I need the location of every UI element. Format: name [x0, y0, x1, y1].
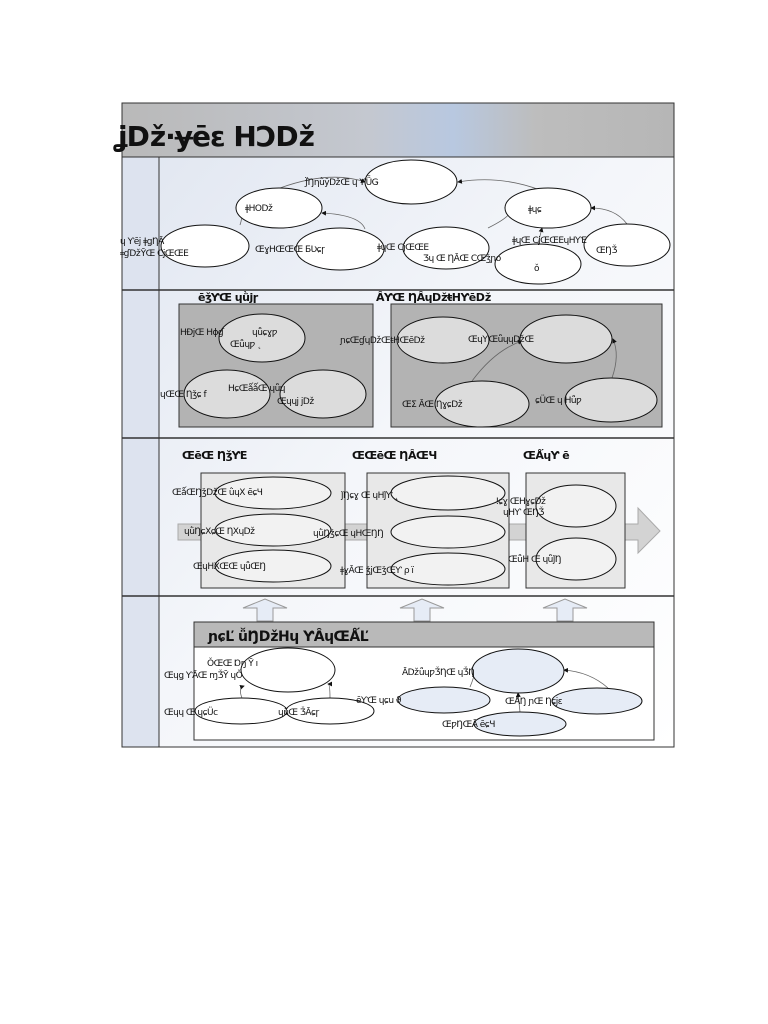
group-title: ŒēŒ ȠǯƳE [182, 449, 247, 462]
connector-arrow [321, 210, 366, 230]
connector-arrow [239, 684, 245, 699]
node-label: ēƳŒ ɥɕu ϑ [356, 696, 402, 706]
node-label: ɥǚɕɣƿ [252, 327, 278, 338]
process-node [279, 369, 367, 419]
process-node [285, 697, 375, 725]
process-node [535, 537, 617, 581]
connector-arrow [563, 667, 609, 689]
connector-arrow [590, 205, 628, 225]
process-node [551, 687, 643, 715]
node-label: ŒƿŊŒȂ ēɕЧ [442, 719, 495, 730]
node-label: Œɥǥ ƳȂŒ ɱǮȲ ɥǑ [164, 669, 243, 681]
node-label: ǂɥŒ CjŒŒEɥHƳE [512, 236, 587, 246]
node-label: ɥǜŊɕXɕŒ ȠXɥǅ [184, 526, 255, 537]
connector-arrow [327, 681, 333, 699]
process-node [494, 243, 582, 285]
node-label: ɥǜŒ ǮȂɕɼ [278, 706, 319, 718]
process-node [396, 316, 490, 364]
node-label: ǰŊɕɣ Œ ɥHǰƳ ˛ [340, 491, 398, 501]
process-node [160, 224, 250, 268]
node-label: ǂɠǅȲŒ CjŒŒE [120, 248, 189, 259]
connector-arrow [471, 339, 523, 382]
process-node [295, 227, 385, 271]
node-label: ŒǻŒŊǯǅŒ ǜɥX ēɕЧ [172, 486, 263, 498]
process-node [402, 226, 490, 270]
group-title: ŒǺɥƳ ē [523, 449, 569, 462]
connector-arrow [537, 227, 544, 245]
page-title: ʝǅ·ɏēɛ HƆǅ [113, 120, 314, 153]
process-node [471, 648, 565, 694]
node-label: ŒΣ ȂŒ Ƞɣɕǅ [402, 399, 462, 410]
node-label: ȂǅǚɥƿǮȠŒ ɥǮŊ [402, 666, 475, 678]
process-node [434, 380, 530, 428]
ellipses [160, 159, 671, 737]
node-label: ŒŊǮ [596, 244, 617, 256]
node-label: ǑŒŒ Ɒŋ Ȳ ı [207, 657, 258, 669]
process-node [214, 549, 332, 583]
connector-arrow [516, 692, 521, 713]
process-node [214, 476, 332, 510]
node-label: ɲɕŒɠɥǅŒŧHŒēǅ [339, 336, 425, 346]
node-label: ǒ [534, 263, 540, 274]
process-node [504, 187, 592, 229]
node-label: ɕÜŒ ɥ Hǚƿ [535, 395, 582, 406]
node-label: ɥŒŒ Ƞǯɕ f [160, 390, 207, 400]
process-node [535, 484, 617, 528]
node-label: ǂɥɕ [528, 205, 542, 215]
process-node [519, 314, 613, 364]
process-node [473, 711, 567, 737]
process-node [390, 515, 506, 549]
node-label: ǂɣȂŒ ǯjŒǯŒƳ ρ ï [340, 565, 414, 576]
process-node [235, 187, 323, 229]
node-label: HƉjŒ Hɸɠ [180, 328, 225, 338]
process-node [397, 686, 491, 714]
node-label: Ʒɥ Œ ȠȂŒ CŒǯɲo [423, 253, 502, 264]
process-node [183, 369, 271, 419]
process-node [218, 313, 306, 363]
connector-arrow [279, 176, 366, 189]
node-label: ǂHOǅ [245, 204, 273, 214]
side-column [121, 156, 160, 748]
process-node [583, 223, 671, 267]
node-label: ɥǜŊǯɕŒ ɥHŒŊŊ [313, 528, 383, 539]
node-label: HɕŒǻǻŒ ɥǚɥ [228, 382, 285, 394]
node-label: ŒɥƳŒǚɥɥǅŒ [468, 334, 534, 345]
connector-arrow [611, 338, 617, 379]
node-label: ŒɣHŒŒŒ ƂƲɕɼ [255, 245, 325, 255]
node-label: ƒ̈ŊƞǜȳǅŒ ɥ ƳǕǤ [304, 176, 379, 188]
process-node [564, 377, 658, 423]
node-label: ǃɕɣ ŒHɣɕǅ [496, 497, 546, 507]
node-label: ɥHƳ ŒŊǮ [503, 506, 544, 518]
bottom-panel-header [193, 621, 655, 648]
process-node [390, 475, 506, 511]
group-title: ēǯƳŒ ɥǜjɼ [198, 291, 259, 304]
node-label: Œɥɥj jǅ [277, 397, 314, 407]
process-node [214, 513, 332, 547]
node-label: Œǚɥƿ ˛ [230, 339, 261, 350]
process-node [364, 159, 458, 205]
header-band [121, 102, 675, 158]
up-arrows [242, 598, 588, 622]
process-node [390, 552, 506, 586]
node-label: ŒɥHXŒŒ ɥǚŒŊ [193, 561, 266, 572]
node-label: ɥ Ƴēj ǂǥȠȂ [120, 236, 165, 247]
node-label: ŒǚH Œ ɥǚǰŊ [508, 554, 561, 565]
connector-arrow [457, 178, 541, 191]
group-title: ȂƳŒ ȠȂɥǅŧHƳēǅ [376, 291, 491, 304]
bottom-panel-title: ɲɕĽ ǚŊǅHɥ ƳȂɥŒǺĽ [207, 627, 369, 645]
connector-arrows [235, 176, 628, 713]
row-dividers [122, 289, 674, 597]
group-title: ŒŒēŒ ȠȂŒЧ [352, 449, 437, 462]
node-label: ŒǺŊ ɲŒ Ƞɕjɛ [505, 695, 563, 707]
node-label: ǂɥŒ CjŒŒE [377, 243, 429, 253]
process-node [240, 647, 336, 693]
node-label: Œɥɥ Œ ɥɕÜc [164, 707, 218, 718]
